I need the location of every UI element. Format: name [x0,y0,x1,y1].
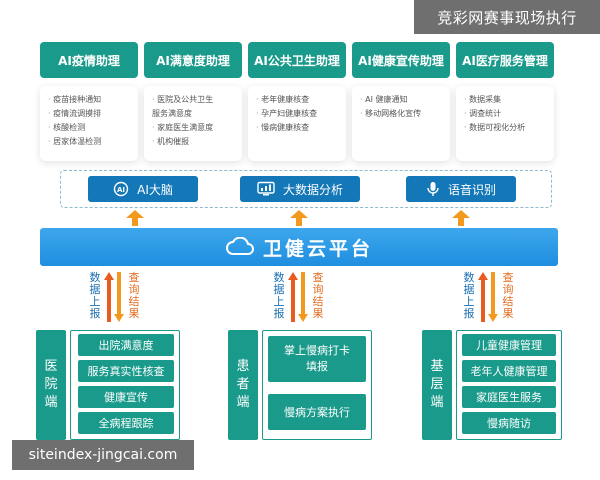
bidirectional-arrow-icon [288,272,308,322]
ai-brain-label: AI大脑 [137,182,173,197]
assistant-item: 服务满意度 [152,109,192,118]
ai-brain-button[interactable]: AI AI大脑 [88,176,198,202]
assistant-item: 疫苗接种通知 [48,93,134,107]
query-result-label: 查询结果 [128,271,140,320]
assistant-card-public-health[interactable]: AI公共卫生助理 老年健康核查 孕产妇健康核查 慢病健康核查 [248,42,346,161]
assistant-item: 疫情流调摸排 [48,107,134,121]
hospital-function-button[interactable]: 全病程跟踪 [78,412,174,434]
hospital-endpoint-tag: 医院端 [36,330,66,440]
assistant-panel: 疫苗接种通知 疫情流调摸排 核酸检测 居家体温检测 [40,86,138,161]
assistant-panel: AI 健康通知 移动网格化宣传 [352,86,450,161]
data-report-label: 数据上报 [89,271,101,320]
data-monitor-icon [257,181,275,197]
assistant-card-satisfaction[interactable]: AI满意度助理 医院及公共卫生 服务满意度 家庭医生满意度 机构催报 [144,42,242,161]
assistant-item: 机构催报 [152,135,238,149]
assistant-panel: 老年健康核查 孕产妇健康核查 慢病健康核查 [248,86,346,161]
assistant-item: 核酸检测 [48,121,134,135]
assistant-title: AI疫情助理 [40,42,138,78]
data-report-label: 数据上报 [273,271,285,320]
speech-recognition-button[interactable]: 语音识别 [406,176,516,202]
big-data-label: 大数据分析 [282,182,343,197]
assistant-title: AI健康宣传助理 [352,42,450,78]
assistant-item: 家庭医生满意度 [152,121,238,135]
speech-recognition-label: 语音识别 [447,182,496,197]
query-result-label: 查询结果 [502,271,514,320]
assistant-item: 调查统计 [464,107,550,121]
assistant-title: AI满意度助理 [144,42,242,78]
patient-function-button[interactable]: 掌上慢病打卡填报 [268,336,366,382]
health-cloud-platform[interactable]: 卫健云平台 [40,228,558,266]
arrow-up-icon [126,210,144,226]
bidirectional-arrow-icon [104,272,124,322]
bidirectional-arrow-icon [478,272,498,322]
watermark-bottom: siteindex-jingcai.com [12,440,194,470]
big-data-button[interactable]: 大数据分析 [240,176,360,202]
grassroots-function-button[interactable]: 老年人健康管理 [462,360,556,382]
microphone-icon [426,181,440,197]
assistant-card-medical-service[interactable]: AI医疗服务管理 数据采集 调查统计 数据可视化分析 [456,42,554,161]
assistant-item: 孕产妇健康核查 [256,107,342,121]
assistant-card-health-promo[interactable]: AI健康宣传助理 AI 健康通知 移动网格化宣传 [352,42,450,161]
ai-brain-icon: AI [113,181,129,197]
watermark-top: 竞彩网赛事现场执行 [414,0,600,34]
assistant-item: 数据采集 [464,93,550,107]
grassroots-function-button[interactable]: 慢病随访 [462,412,556,434]
arrow-up-icon [452,210,470,226]
assistant-item: 移动网格化宣传 [360,107,446,121]
query-result-label: 查询结果 [312,271,324,320]
assistant-item: 慢病健康核查 [256,121,342,135]
assistant-panel: 数据采集 调查统计 数据可视化分析 [456,86,554,161]
svg-text:AI: AI [117,186,125,194]
assistant-item: 数据可视化分析 [464,121,550,135]
patient-endpoint-tag: 患者端 [228,330,258,440]
hospital-function-button[interactable]: 出院满意度 [78,334,174,356]
hospital-function-button[interactable]: 服务真实性核查 [78,360,174,382]
patient-function-button[interactable]: 慢病方案执行 [268,394,366,430]
assistant-item: 居家体温检测 [48,135,134,149]
assistant-title: AI医疗服务管理 [456,42,554,78]
assistant-title: AI公共卫生助理 [248,42,346,78]
grassroots-function-button[interactable]: 儿童健康管理 [462,334,556,356]
assistant-item: 医院及公共卫生 [152,93,238,107]
grassroots-function-button[interactable]: 家庭医生服务 [462,386,556,408]
assistant-item: AI 健康通知 [360,93,446,107]
ai-capability-frame [60,170,552,208]
data-report-label: 数据上报 [463,271,475,320]
grassroots-endpoint-tag: 基层端 [422,330,452,440]
assistant-card-epidemic[interactable]: AI疫情助理 疫苗接种通知 疫情流调摸排 核酸检测 居家体温检测 [40,42,138,161]
assistant-panel: 医院及公共卫生 服务满意度 家庭医生满意度 机构催报 [144,86,242,161]
arrow-up-icon [290,210,308,226]
cloud-icon [225,237,255,257]
platform-label: 卫健云平台 [262,237,373,260]
hospital-function-button[interactable]: 健康宣传 [78,386,174,408]
assistant-item: 老年健康核查 [256,93,342,107]
